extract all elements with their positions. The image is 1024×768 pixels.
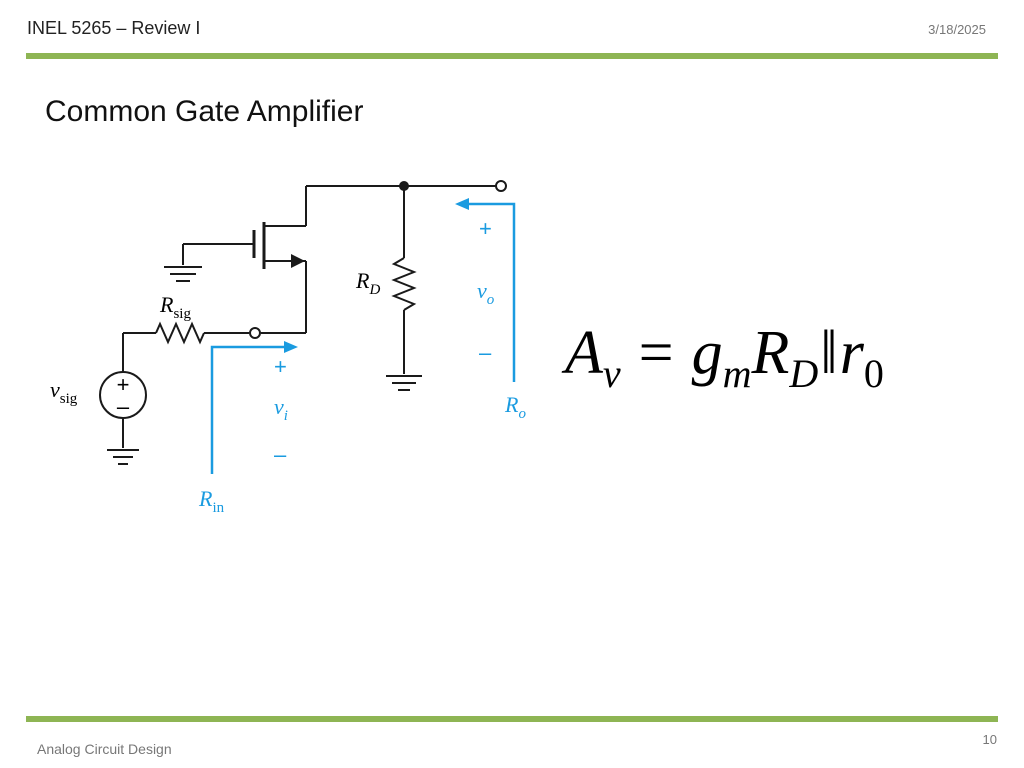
eq-g: g bbox=[691, 319, 723, 387]
footer-course-name: Analog Circuit Design bbox=[37, 741, 172, 757]
ro-arrow-icon bbox=[455, 198, 469, 210]
rd-label: RD bbox=[355, 268, 380, 298]
header-date: 3/18/2025 bbox=[928, 22, 986, 37]
eq-a: A bbox=[565, 319, 603, 387]
voltage-gain-equation: Av =gmRD‖r0 bbox=[565, 319, 884, 394]
vo-minus: – bbox=[479, 340, 492, 365]
vsig-source-icon bbox=[99, 371, 147, 419]
output-terminal bbox=[495, 180, 507, 192]
eq-r-sub: D bbox=[789, 351, 819, 396]
eq-r0: r bbox=[839, 319, 864, 387]
eq-parallel: ‖ bbox=[820, 319, 838, 387]
page-number: 10 bbox=[982, 732, 997, 747]
drain-node-dot bbox=[399, 181, 409, 191]
rin-label: Rin bbox=[198, 486, 225, 516]
header-divider bbox=[26, 53, 998, 59]
footer-divider bbox=[26, 716, 998, 722]
header-course: INEL 5265 – Review I bbox=[27, 18, 201, 38]
eq-a-sub: v bbox=[602, 351, 621, 396]
input-terminal bbox=[249, 327, 261, 339]
vsig-plus: + bbox=[117, 372, 130, 397]
vsig-label: vsig bbox=[50, 377, 78, 407]
annotation-arrows bbox=[210, 202, 516, 474]
eq-g-sub: m bbox=[722, 351, 752, 396]
circuit-wires bbox=[107, 185, 496, 465]
source-arrow-icon bbox=[291, 254, 305, 268]
slide-title: Common Gate Amplifier bbox=[45, 95, 364, 128]
vsig-minus: – bbox=[117, 394, 130, 419]
eq-r: R bbox=[751, 319, 790, 387]
rin-arrow-icon bbox=[284, 341, 298, 353]
vi-minus: – bbox=[274, 442, 287, 467]
eq-r0-sub: 0 bbox=[863, 351, 884, 396]
vi-label: vi bbox=[274, 394, 288, 424]
eq-equals: = bbox=[638, 319, 674, 387]
vi-plus: + bbox=[274, 354, 287, 379]
rsig-label: Rsig bbox=[159, 292, 191, 322]
vo-plus: + bbox=[479, 216, 492, 241]
ro-label: Ro bbox=[504, 392, 526, 422]
vo-label: vo bbox=[477, 278, 495, 308]
